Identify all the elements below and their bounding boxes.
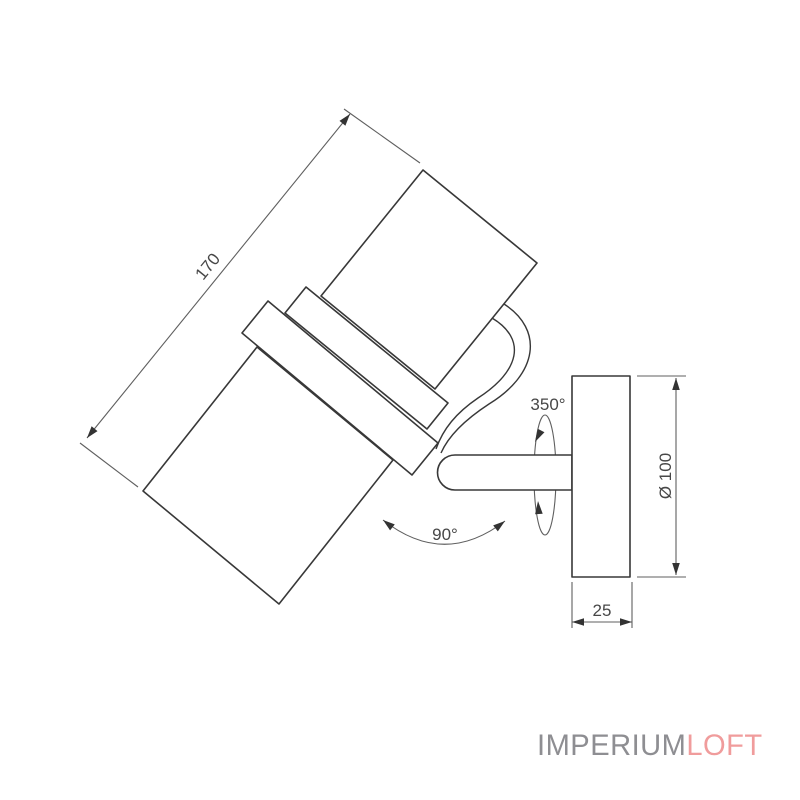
depth-dimension-label: 25 <box>593 601 612 620</box>
cable-outer-curve <box>440 303 531 454</box>
extension-line-bottom <box>79 442 139 488</box>
bracket-collar <box>284 286 449 430</box>
logo-imperium: IMPERIUM <box>537 729 687 762</box>
rotation-arrow-lower <box>535 501 543 515</box>
mounting-arm <box>436 454 573 491</box>
brand-logo: IMPERIUMLOFT <box>537 731 763 761</box>
lamp-cylinder-lower <box>142 346 394 605</box>
swivel-angle-label: 350° <box>530 395 565 414</box>
logo-loft: LOFT <box>686 729 763 762</box>
dimension-depth: 25 <box>571 582 633 628</box>
cable-inner-curve <box>435 317 516 450</box>
bracket-band <box>241 300 439 476</box>
rotation-arrow-upper <box>535 428 545 442</box>
extension-line-top <box>343 108 421 164</box>
tilt-angle-label: 90° <box>432 525 458 544</box>
wall-plate <box>571 375 631 578</box>
tilt-arc <box>382 519 506 545</box>
lamp-cylinder-upper <box>320 169 538 390</box>
dimension-line-length <box>86 113 351 439</box>
diameter-dimension-label: Ø 100 <box>656 453 675 499</box>
length-dimension-label: 170 <box>191 250 224 284</box>
dimension-diameter: Ø 100 <box>637 375 686 578</box>
tilt-angle-indicator: 90° <box>382 519 506 545</box>
